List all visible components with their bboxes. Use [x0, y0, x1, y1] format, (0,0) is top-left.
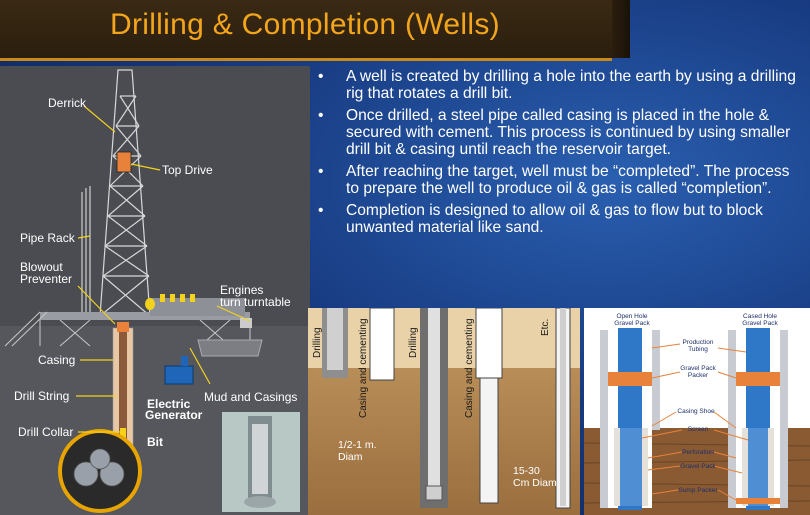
- completion-diagram: Open Hole Gravel Pack Cased Hole Gravel …: [584, 308, 810, 515]
- title-banner: Drilling & Completion (Wells): [0, 0, 630, 61]
- stage-etc: Etc.: [540, 318, 551, 336]
- bullet-item: A well is created by drilling a hole int…: [312, 68, 804, 102]
- rig-drawing: [0, 69, 310, 515]
- diam-large-line-1: 1/2-1 m.: [338, 439, 377, 451]
- pipe-rack-label: Pipe Rack: [20, 231, 75, 245]
- drilling-stages-diagram: Drilling Casing and cementing Drilling C…: [308, 308, 580, 515]
- stage-casing-1: Casing and cementing: [358, 318, 369, 418]
- open-hole-heading-2: Gravel Pack: [614, 320, 650, 327]
- diam-small-line-1: 15-30: [513, 465, 540, 477]
- stage-drilling-2: Drilling: [408, 327, 419, 358]
- slide-title: Drilling & Completion (Wells): [110, 8, 500, 41]
- casing-label: Casing: [38, 353, 76, 367]
- drill-collar-label: Drill Collar: [18, 425, 74, 439]
- open-hole-heading-1: Open Hole: [616, 313, 648, 320]
- stage-casing-2: Casing and cementing: [464, 318, 475, 418]
- gravel-pack-packer-label-2: Packer: [687, 372, 709, 379]
- top-drive-label: Top Drive: [162, 163, 213, 177]
- cased-hole-heading-1: Cased Hole: [743, 313, 777, 320]
- perforation-label: Perforation: [682, 449, 714, 456]
- bullet-item: Once drilled, a steel pipe called casing…: [312, 107, 804, 158]
- blowout-label-2: Preventer: [20, 272, 73, 286]
- mud-label: Mud and Casings: [204, 390, 298, 404]
- cased-hole-heading-2: Gravel Pack: [742, 320, 778, 327]
- drill-string-label: Drill String: [14, 389, 70, 403]
- electric-label-1: Electric: [147, 397, 191, 411]
- production-tubing-label-2: Tubing: [688, 346, 708, 353]
- production-tubing-label-1: Production: [682, 339, 714, 346]
- gravel-pack-label: Gravel Pack: [680, 463, 716, 470]
- sump-packer-label: Sump Packer: [678, 487, 718, 494]
- engines-label-1: Engines: [220, 283, 264, 297]
- diam-large-line-2: Diam: [338, 451, 363, 463]
- screen-label: Screen: [687, 426, 709, 433]
- gravel-pack-packer-label-1: Gravel Pack: [680, 365, 716, 372]
- electric-label-2: Generator: [145, 408, 203, 422]
- stages-drawing: [308, 308, 580, 509]
- engines-label-2: turn turntable: [220, 295, 291, 309]
- derrick-label: Derrick: [48, 96, 86, 110]
- stage-drilling-1: Drilling: [312, 327, 323, 358]
- diam-small-line-2: Cm Diam: [513, 477, 557, 489]
- casing-shoe-label: Casing Shoe: [677, 408, 715, 415]
- bit-label: Bit: [147, 435, 163, 449]
- drilling-rig-illustration: Derrick Top Drive Pipe Rack Blowout Prev…: [0, 66, 310, 515]
- completion-drawing: [584, 328, 810, 515]
- blowout-label-1: Blowout: [20, 260, 63, 274]
- bullet-list: A well is created by drilling a hole int…: [312, 68, 804, 241]
- bullet-item: After reaching the target, well must be …: [312, 163, 804, 197]
- bullet-item: Completion is designed to allow oil & ga…: [312, 202, 804, 236]
